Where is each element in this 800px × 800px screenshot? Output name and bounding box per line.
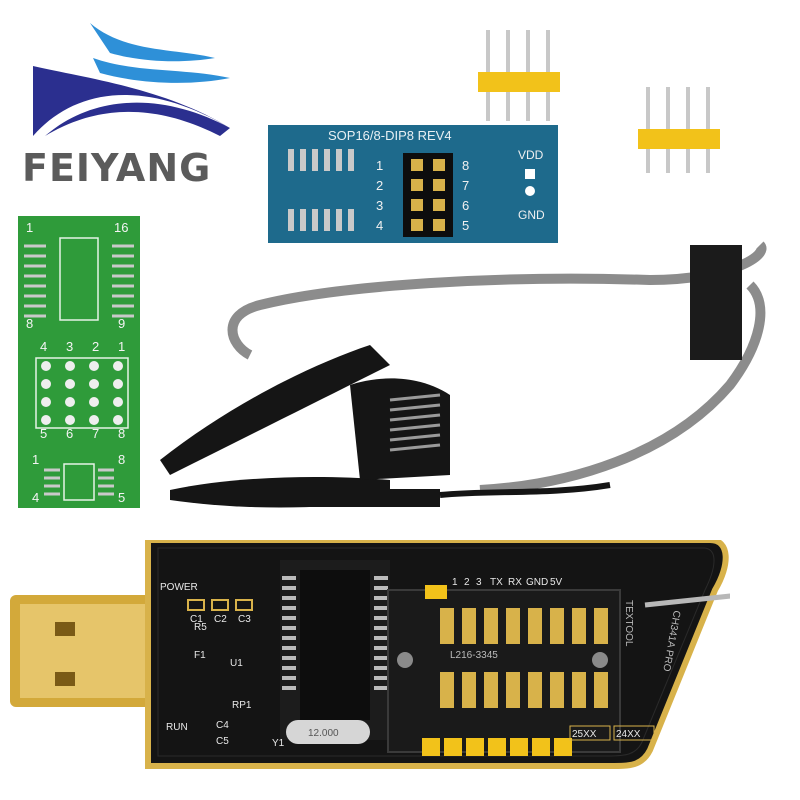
grid-label-6: 6 bbox=[66, 426, 73, 441]
label-y1: Y1 bbox=[272, 738, 285, 749]
crystal-oscillator bbox=[286, 720, 370, 744]
socket-brand: TEXTOOL bbox=[623, 600, 634, 647]
adapter-title: SOP16/8-DIP8 REV4 bbox=[328, 128, 452, 143]
green-label-top-right: 16 bbox=[114, 220, 128, 235]
header-pin-tx: TX bbox=[490, 577, 503, 588]
grid-label-4: 4 bbox=[40, 339, 47, 354]
label-run: RUN bbox=[166, 722, 188, 733]
label-c3: C3 bbox=[238, 614, 251, 625]
green-adapter-board: 1 16 8 9 4 3 2 1 5 6 7 8 1 8 4 5 bbox=[18, 216, 140, 508]
green-label-bottom-top-left: 1 bbox=[32, 452, 39, 467]
label-c1: C1 bbox=[190, 614, 203, 625]
label-r5: R5 bbox=[194, 622, 207, 633]
green-label-bottom-right: 5 bbox=[118, 490, 125, 505]
green-label-mid-left: 8 bbox=[26, 316, 33, 331]
cable-connector bbox=[690, 245, 742, 360]
header-pin-rx: RX bbox=[508, 577, 522, 588]
grid-label-5: 5 bbox=[40, 426, 47, 441]
grid-label-2: 2 bbox=[92, 339, 99, 354]
label-rp1: RP1 bbox=[232, 700, 252, 711]
label-25xx: 25XX bbox=[572, 729, 597, 740]
feiyang-logo bbox=[15, 18, 245, 148]
pin-label-8: 8 bbox=[462, 158, 469, 173]
pin-label-2: 2 bbox=[376, 178, 383, 193]
soic-test-clip bbox=[160, 241, 767, 508]
brand-name: FEIYANG bbox=[22, 146, 212, 190]
label-c5: C5 bbox=[216, 736, 229, 747]
label-24xx: 24XX bbox=[616, 729, 641, 740]
label-u1: U1 bbox=[230, 658, 243, 669]
pin-label-6: 6 bbox=[462, 198, 469, 213]
jumper bbox=[425, 585, 447, 599]
header-pin-gnd: GND bbox=[526, 577, 548, 588]
socket-model: L216-3345 bbox=[450, 650, 498, 661]
green-label-top-left: 1 bbox=[26, 220, 33, 235]
grid-label-7: 7 bbox=[92, 426, 99, 441]
label-c4: C4 bbox=[216, 720, 229, 731]
header-pin-2: 2 bbox=[464, 577, 470, 588]
green-label-mid-right: 9 bbox=[118, 316, 125, 331]
grid-label-3: 3 bbox=[66, 339, 73, 354]
ch341a-programmer: POWER C1 C2 C3 R5 F1 U1 RP1 RUN C4 C5 Y1… bbox=[10, 537, 773, 770]
pin-header-top bbox=[478, 30, 560, 121]
header-pin-5v: 5V bbox=[550, 577, 563, 588]
wave-logo-icon bbox=[33, 23, 230, 136]
pin-label-3: 3 bbox=[376, 198, 383, 213]
green-label-bottom-top-right: 8 bbox=[118, 452, 125, 467]
green-label-bottom-left: 4 bbox=[32, 490, 39, 505]
pin-label-5: 5 bbox=[462, 218, 469, 233]
clip-spring bbox=[389, 393, 441, 452]
crystal-label: 12.000 bbox=[308, 728, 339, 739]
grid-label-1: 1 bbox=[118, 339, 125, 354]
pin-header-right bbox=[638, 87, 720, 173]
header-pin-1: 1 bbox=[452, 577, 458, 588]
vdd-label: VDD bbox=[518, 148, 544, 162]
pin-label-7: 7 bbox=[462, 178, 469, 193]
grid-label-8: 8 bbox=[118, 426, 125, 441]
header-pin-3: 3 bbox=[476, 577, 482, 588]
pin-label-4: 4 bbox=[376, 218, 383, 233]
gnd-label: GND bbox=[518, 208, 545, 222]
sop-dip-adapter-board: SOP16/8-DIP8 REV4 1 2 3 4 8 7 6 5 VDD bbox=[268, 125, 558, 243]
label-f1: F1 bbox=[194, 650, 206, 661]
label-power: POWER bbox=[160, 582, 198, 593]
label-c2: C2 bbox=[214, 614, 227, 625]
pin-label-1: 1 bbox=[376, 158, 383, 173]
